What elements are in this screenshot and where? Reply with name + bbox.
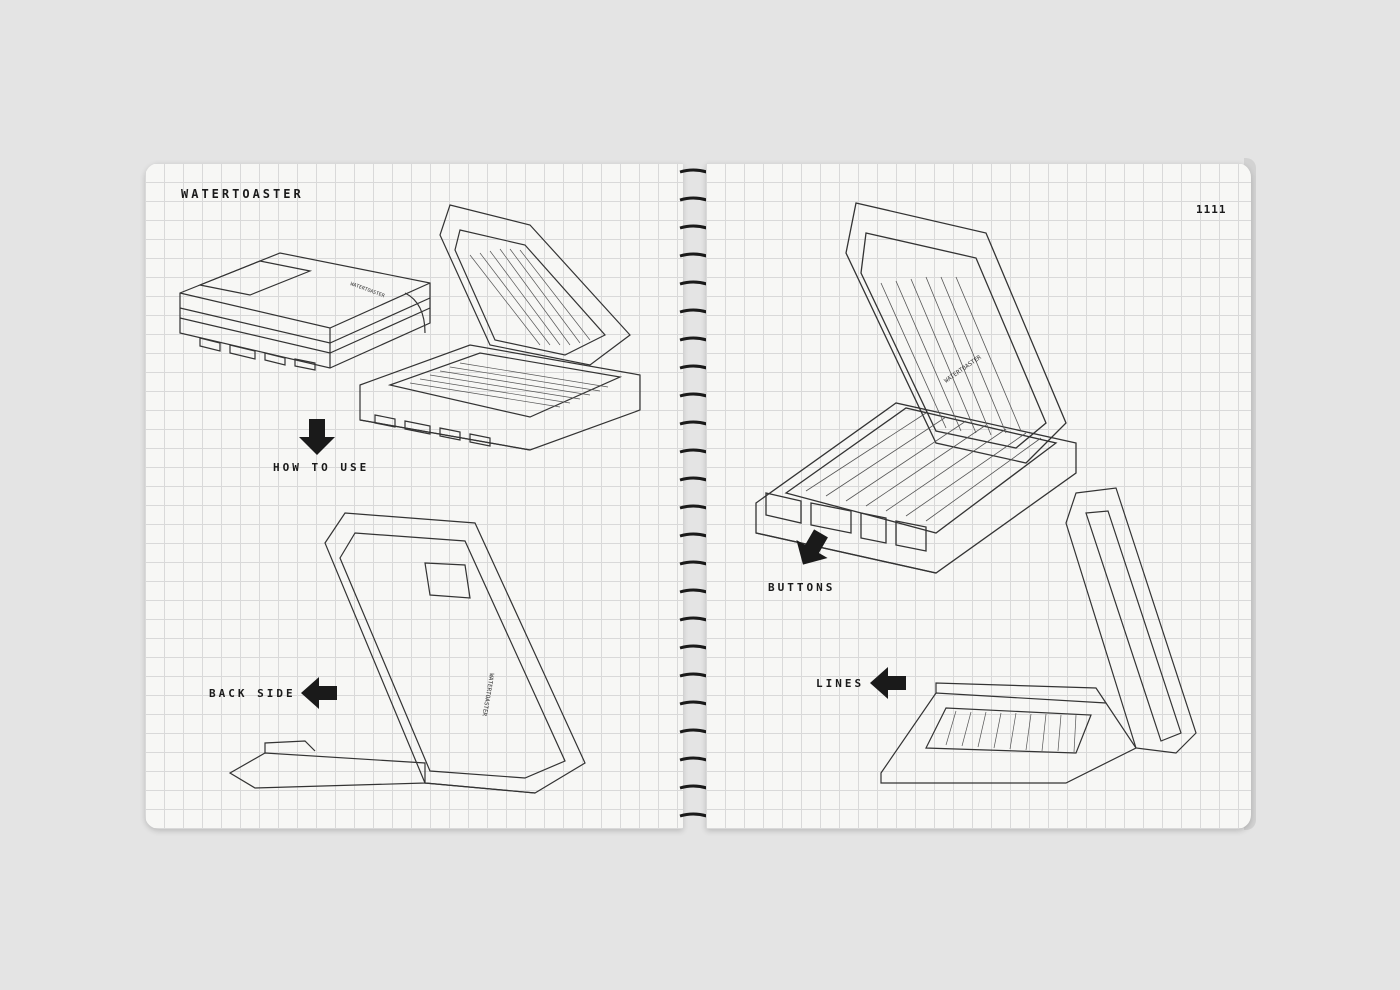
label-back-side: BACK SIDE: [209, 687, 296, 700]
down-left-arrow-icon: [796, 529, 828, 565]
large-open-toaster-drawing: WATERTOASTER: [755, 202, 1077, 574]
page-title: WATERTOASTER: [181, 187, 304, 201]
lines-toaster-drawing: [880, 487, 1197, 784]
open-toaster-drawing: [359, 204, 641, 451]
label-how-to-use: HOW TO USE: [273, 461, 370, 474]
device-branding-back: WATERTOASTER: [480, 673, 494, 717]
label-lines: LINES: [816, 677, 865, 690]
left-arrow-icon: [870, 667, 906, 699]
label-buttons: BUTTONS: [768, 581, 836, 594]
page-mark: 1111: [1196, 203, 1227, 216]
back-side-toaster-drawing: WATERTOASTER: [228, 512, 586, 794]
spiral-binding: [679, 168, 721, 824]
closed-toaster-drawing: WATERTOASTER: [179, 252, 431, 371]
down-arrow-icon: [299, 419, 335, 455]
left-page: WATERTOASTER WATERTOASTER: [145, 163, 683, 829]
right-page: 1111 WATERT: [706, 163, 1251, 829]
left-arrow-icon: [301, 677, 337, 709]
